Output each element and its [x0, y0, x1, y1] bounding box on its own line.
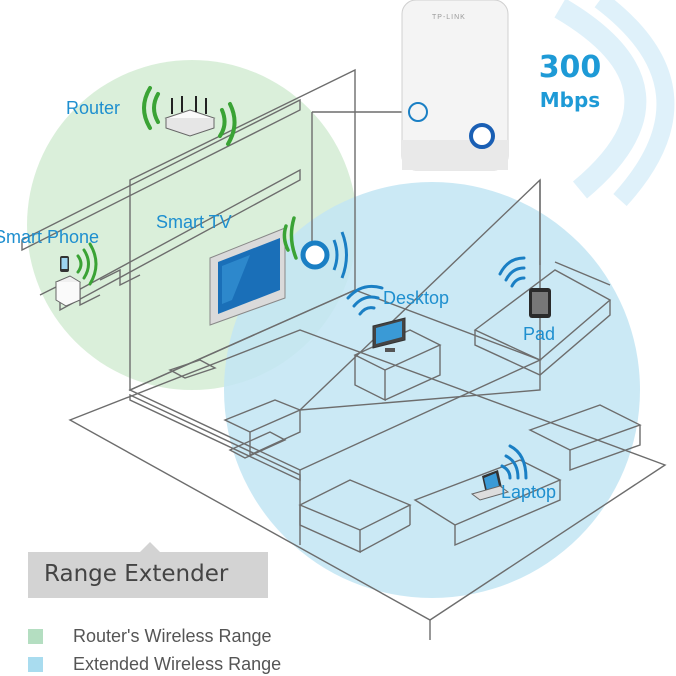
router-wifi-arcs: [142, 86, 237, 146]
router-label: Router: [66, 98, 121, 118]
speed-unit: Mbps: [539, 88, 601, 112]
smart-phone-wifi-arcs: [76, 242, 98, 286]
legend-label-router-range: Router's Wireless Range: [73, 626, 272, 646]
smart-tv-wifi-arcs: [282, 216, 298, 260]
legend-item-extended-range: Extended Wireless Range: [28, 654, 281, 675]
pad-label: Pad: [523, 324, 556, 344]
laptop-label: Laptop: [501, 482, 557, 502]
laptop-wifi-arcs: [500, 444, 528, 480]
desktop-wifi-arcs: [346, 284, 384, 316]
speed-wave-arcs: [554, 0, 675, 207]
extended-range-circle: [224, 182, 640, 598]
range-extender-device: [401, 0, 509, 171]
desktop-device: [372, 317, 406, 352]
pad-device: [529, 288, 551, 318]
legend-item-router-range: Router's Wireless Range: [28, 626, 272, 647]
caption-title: Range Extender: [44, 561, 229, 587]
desktop-label: Desktop: [383, 288, 450, 308]
extender-brand: TP-LINK: [432, 14, 466, 21]
caption-box: [28, 552, 268, 598]
smart-tv-label: Smart TV: [156, 212, 232, 232]
pad-wifi-arcs: [498, 256, 526, 288]
speed-value: 300: [538, 50, 602, 85]
router-device: [164, 96, 216, 137]
smart-phone-label: Smart Phone: [0, 227, 100, 247]
house-wireframe: [21, 68, 667, 640]
legend-swatch-extended-range: [28, 657, 43, 672]
extender-signal-marker: [300, 231, 348, 279]
smart-phone-device: [54, 256, 82, 307]
laptop-device: [470, 470, 510, 501]
legend-label-extended-range: Extended Wireless Range: [73, 654, 282, 674]
legend-swatch-router-range: [28, 629, 43, 644]
smart-tv-device: [209, 227, 286, 326]
caption-notch: [140, 542, 160, 552]
